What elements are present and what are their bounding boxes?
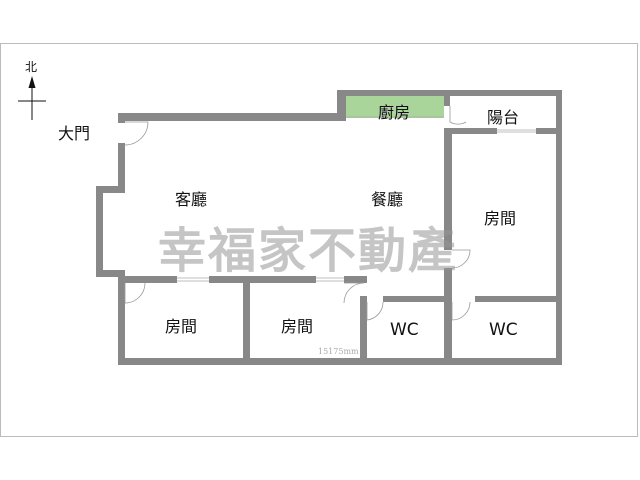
door-swings	[124, 106, 471, 321]
dining-room-label: 餐廳	[371, 190, 404, 209]
plan-border	[0, 43, 638, 437]
north-arrow-icon	[18, 76, 46, 120]
compass-north-label: 北	[25, 60, 38, 74]
kitchen-area	[346, 96, 444, 118]
living-room-label: 客廳	[175, 190, 208, 209]
balcony-label: 陽台	[487, 108, 520, 127]
bedroom-east-label: 房間	[484, 209, 517, 228]
watermark: 幸福家不動產	[158, 223, 459, 279]
wc-2-label: WC	[489, 320, 518, 340]
bedroom-s-label: 房間	[281, 317, 314, 336]
kitchen-label: 廚房	[378, 103, 411, 122]
entrance-label: 大門	[58, 124, 91, 143]
scale-label: 15175mm	[318, 347, 359, 356]
wc-1-label: WC	[390, 320, 419, 340]
walls	[96, 90, 562, 365]
bedroom-sw-label: 房間	[165, 317, 198, 336]
windows	[177, 116, 536, 282]
